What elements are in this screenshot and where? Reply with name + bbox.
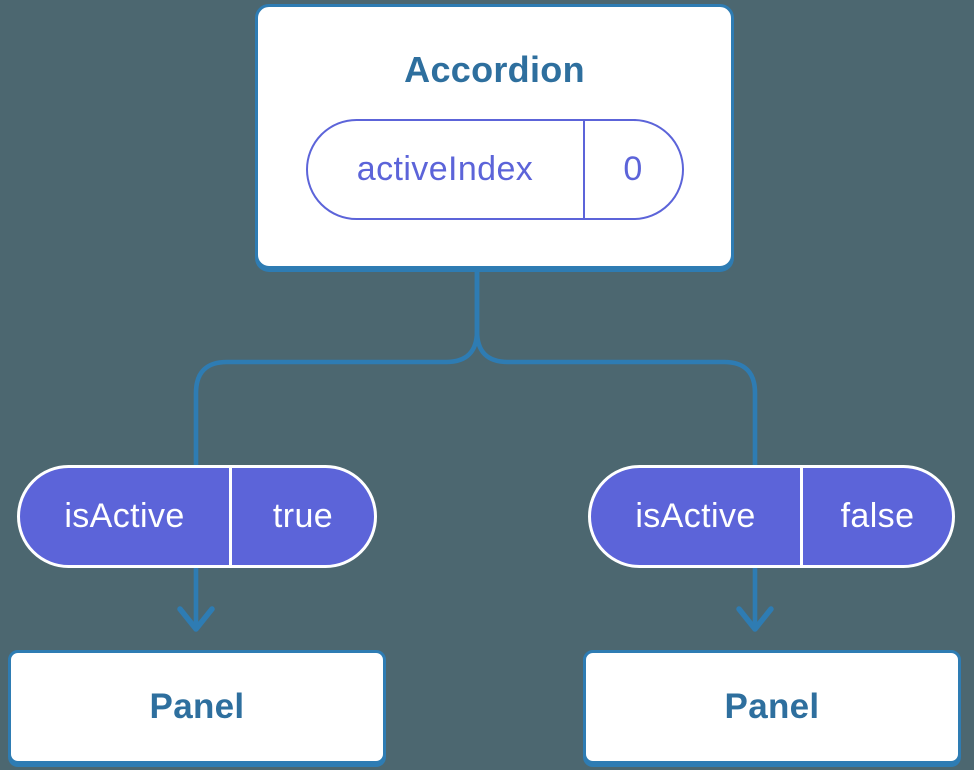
arrowhead-left-icon <box>177 606 215 632</box>
pill-divider <box>800 468 803 565</box>
connector-branch-left <box>193 268 480 627</box>
prop-pill-value: true <box>272 497 334 535</box>
connector-branch-right <box>474 268 758 627</box>
state-pill-name: activeIndex <box>356 150 534 188</box>
panel-node-title: Panel <box>724 687 820 726</box>
pill-divider <box>229 468 232 565</box>
activeindex-state-pill: activeIndex 0 <box>305 119 684 220</box>
isactive-pill-left: isActive true <box>17 465 377 568</box>
prop-pill-name: isActive <box>64 497 185 535</box>
prop-pill-value: false <box>840 497 915 535</box>
state-pill-value: 0 <box>623 150 643 188</box>
arrowhead-right-icon <box>736 606 774 632</box>
accordion-node-title: Accordion <box>404 49 585 90</box>
prop-pill-name: isActive <box>635 497 756 535</box>
isactive-pill-right: isActive false <box>588 465 955 568</box>
accordion-node: Accordion activeIndex 0 <box>255 4 734 269</box>
panel-node-right: Panel <box>583 650 961 764</box>
panel-node-left: Panel <box>8 650 386 764</box>
panel-node-title: Panel <box>149 687 245 726</box>
pill-divider <box>582 121 585 218</box>
